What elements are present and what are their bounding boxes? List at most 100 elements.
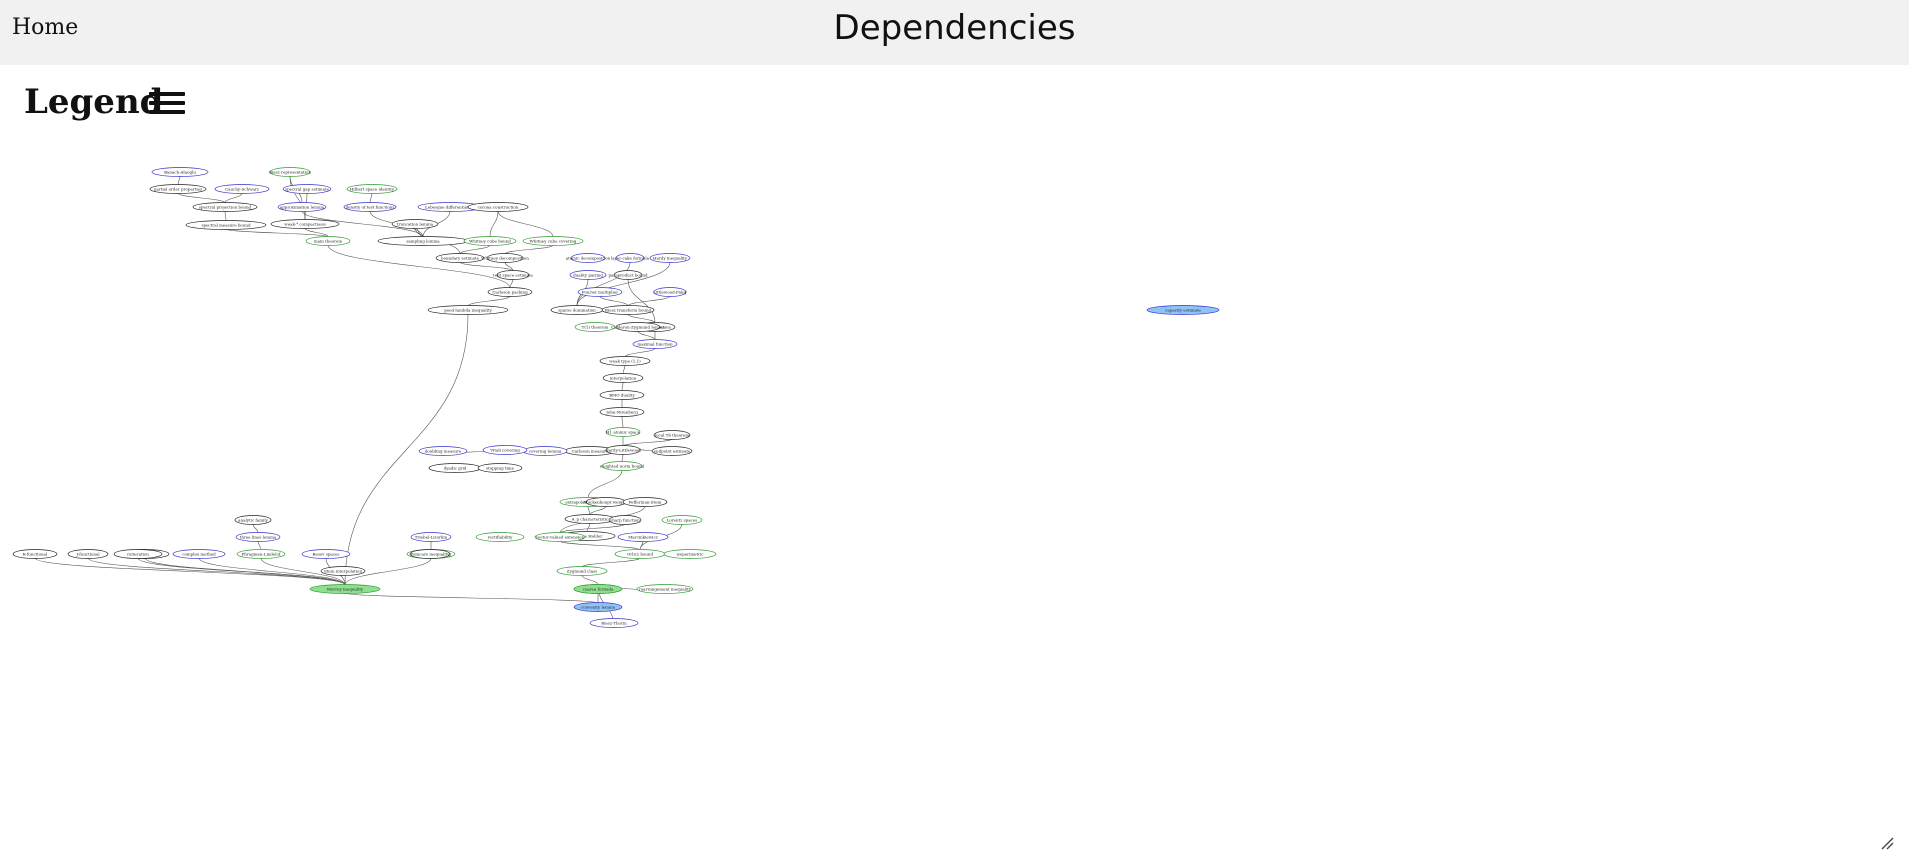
graph-node[interactable]: Riesz transform bound: [601, 305, 655, 315]
graph-node[interactable]: rectifiability: [475, 532, 525, 542]
graph-node[interactable]: convexity lemma: [573, 602, 623, 612]
dependency-graph[interactable]: Banach-Alaoglu partial order properties sp…: [0, 150, 1909, 861]
graph-node[interactable]: Phragmen-Lindelof: [236, 549, 286, 559]
graph-node-label: Lebesgue differentiation: [425, 204, 475, 209]
graph-node[interactable]: sparse domination: [550, 305, 604, 315]
graph-node[interactable]: J-functional: [67, 549, 109, 559]
resize-handle-icon[interactable]: [1880, 836, 1894, 850]
graph-node[interactable]: tent space estimate: [493, 270, 534, 280]
graph-node[interactable]: capacity estimate: [1146, 305, 1220, 315]
graph-node[interactable]: atomic decomposition: [566, 253, 611, 263]
graph-node[interactable]: spectral measure bound: [185, 220, 267, 230]
graph-node-shape: [599, 356, 651, 366]
graph-node[interactable]: Lorentz spaces: [661, 515, 703, 525]
home-link[interactable]: Home: [12, 15, 79, 40]
graph-node[interactable]: analytic family: [234, 515, 272, 525]
graph-node[interactable]: endpoint estimate: [651, 446, 693, 456]
graph-node-shape: [556, 566, 608, 576]
graph-node[interactable]: density of test functions: [343, 202, 397, 212]
graph-node[interactable]: weak-* compactness: [270, 219, 340, 229]
graph-node[interactable]: Hilbert space identity: [346, 184, 398, 194]
graph-node-label: complex method: [182, 551, 216, 556]
graph-node[interactable]: isoperimetric: [663, 549, 717, 559]
graph-node[interactable]: truncation lemma: [391, 219, 439, 229]
graph-node[interactable]: complex method: [172, 549, 226, 559]
graph-node[interactable]: Fefferman-Stein: [622, 497, 668, 507]
graph-edge: [622, 364, 626, 375]
graph-node[interactable]: Littlewood-Paley: [653, 287, 688, 297]
graph-edge: [177, 192, 226, 204]
hamburger-menu-icon[interactable]: [149, 92, 185, 116]
graph-node[interactable]: Hardy-Littlewood: [605, 445, 641, 455]
graph-node[interactable]: coarea formula: [573, 584, 623, 594]
graph-node[interactable]: good-lambda inequality: [427, 305, 509, 315]
graph-node[interactable]: corona construction: [467, 202, 529, 212]
graph-node[interactable]: vector-valued extension: [534, 532, 586, 542]
graph-node-shape: [534, 532, 586, 542]
graph-node[interactable]: layer-cake formula: [611, 253, 650, 263]
graph-node-shape: [346, 184, 398, 194]
graph-node[interactable]: A_p characteristic: [564, 514, 616, 524]
graph-node[interactable]: Carleson packing: [487, 287, 533, 297]
graph-node[interactable]: approximation lemma: [277, 202, 327, 212]
graph-node[interactable]: Vitali covering: [482, 445, 528, 455]
graph-node[interactable]: K-functional: [12, 549, 58, 559]
graph-node-shape: [309, 584, 381, 594]
graph-node[interactable]: partial order properties: [149, 184, 207, 194]
graph-node[interactable]: Whitney cube covering: [522, 236, 584, 246]
graph-node[interactable]: John-Nirenberg: [599, 407, 645, 417]
graph-node[interactable]: weighted norm bound: [600, 461, 645, 471]
graph-node[interactable]: Morrey inequality: [309, 584, 381, 594]
graph-edge: [504, 244, 554, 255]
graph-node[interactable]: Banach-Alaoglu: [151, 167, 209, 177]
graph-node[interactable]: doubling measure: [418, 446, 468, 456]
graph-node[interactable]: Triebel-Lizorkin: [410, 532, 452, 542]
graph-node[interactable]: weak type (1,1): [599, 356, 651, 366]
graph-nodes: Banach-Alaoglu partial order properties sp…: [12, 167, 1220, 628]
graph-node[interactable]: three lines lemma: [235, 532, 281, 542]
graph-node[interactable]: Cauchy-Schwarz: [214, 184, 270, 194]
graph-node[interactable]: stopping time: [477, 463, 523, 473]
graph-node[interactable]: covering lemma: [522, 446, 568, 456]
graph-node[interactable]: main theorem: [305, 236, 351, 246]
graph-node[interactable]: T(1) theorem: [574, 322, 616, 332]
graph-node[interactable]: spectral projection bound: [192, 202, 258, 212]
graph-node[interactable]: Poincare inequality: [409, 549, 451, 559]
graph-node[interactable]: Marcinkiewicz: [617, 532, 669, 542]
graph-node-shape: [573, 584, 623, 594]
graph-node[interactable]: Whitney decomposition: [481, 253, 529, 263]
graph-node[interactable]: Besov spaces: [301, 549, 351, 559]
graph-node[interactable]: maximal function: [632, 339, 678, 349]
graph-node[interactable]: duality pairing: [569, 270, 607, 280]
graph-node[interactable]: Orlicz bound: [614, 549, 666, 559]
graph-edge: [327, 244, 511, 289]
graph-node[interactable]: H1 atomic space: [605, 427, 641, 437]
graph-node[interactable]: local Tb theorem: [653, 430, 691, 440]
graph-node-label: John-Nirenberg: [605, 409, 638, 414]
graph-node[interactable]: boundary estimate: [435, 253, 485, 263]
graph-edge: [459, 244, 491, 255]
graph-node-shape: [427, 305, 509, 315]
graph-node[interactable]: spectral gap estimate: [282, 184, 332, 194]
graph-node[interactable]: Whitney cube bound: [463, 236, 517, 246]
graph-node[interactable]: dyadic grid: [428, 463, 482, 473]
graph-node[interactable]: paraproduct bound: [608, 270, 648, 280]
graph-node[interactable]: Riesz-Thorin: [589, 618, 639, 628]
graph-edge: [559, 540, 641, 551]
graph-node[interactable]: Fourier multiplier: [577, 287, 623, 297]
graph-node[interactable]: Stein interpolation: [320, 566, 366, 576]
graph-edge: [627, 278, 656, 324]
graph-node[interactable]: reiteration: [113, 549, 163, 559]
graph-node[interactable]: Zygmund class: [556, 566, 608, 576]
graph-node[interactable]: Riesz representation: [269, 167, 311, 177]
graph-node-shape: [185, 220, 267, 230]
graph-edge: [509, 278, 514, 289]
graph-node[interactable]: BMO duality: [599, 390, 645, 400]
graph-node[interactable]: Calderon-Zygmund lemma: [611, 322, 666, 332]
graph-node[interactable]: rearrangement inequality: [636, 584, 694, 594]
graph-node[interactable]: sampling lemma: [377, 236, 469, 246]
graph-node-label: Whitney decomposition: [481, 255, 529, 260]
graph-node[interactable]: sharp function: [608, 515, 642, 525]
graph-node[interactable]: interpolation: [602, 373, 644, 383]
graph-node[interactable]: Hardy inequality: [649, 253, 691, 263]
